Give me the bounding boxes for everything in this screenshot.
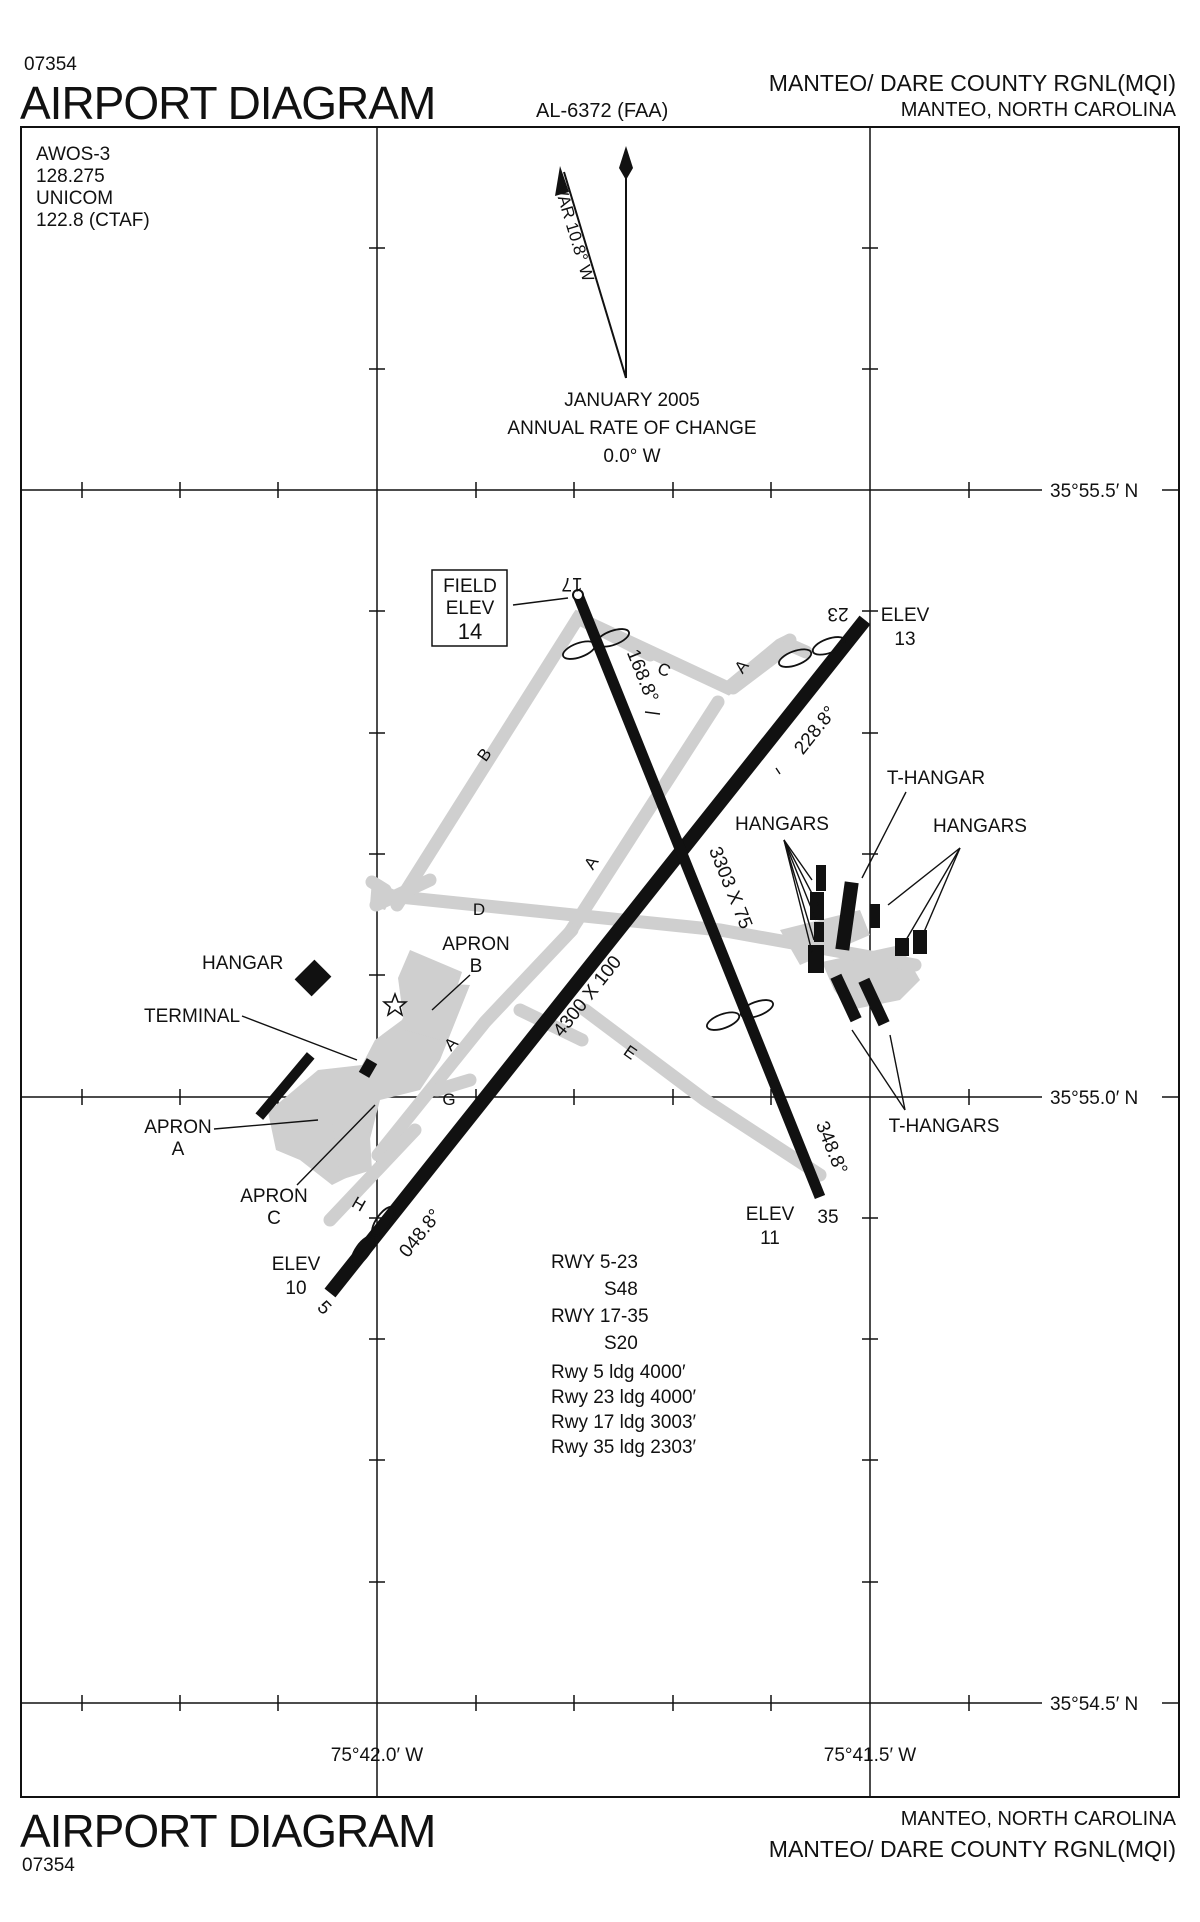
runway-5-elev-label: ELEV [272,1254,321,1275]
taxiway-label-d: D [473,900,485,919]
apron-b [398,950,462,1040]
runway-end-23: 23 [827,603,848,624]
runway-info-line2: S48 [604,1279,638,1300]
hold-symbol-rwy23-north [778,636,846,668]
footer-doc-number: 07354 [22,1855,75,1876]
hangar-r-3 [913,930,927,954]
apron-c-label-2: C [267,1208,281,1229]
runway-end-17: 17 [561,573,582,594]
hangars-right-label: HANGARS [933,816,1027,837]
lon-label-left: 75°42.0′ W [331,1745,424,1766]
runway-5-elev-value: 10 [285,1278,306,1299]
taxiway-h [323,1123,422,1227]
field-elevation-value: 14 [458,619,482,644]
t-hangar-south-1 [830,973,862,1023]
taxiway-a-south [371,923,579,1162]
t-hangar-south-2 [858,977,890,1027]
leader-lines [213,597,961,1186]
runway-end-35: 35 [817,1207,838,1228]
footer-airport-name: MANTEO/ DARE COUNTY RGNL(MQI) [768,1836,1176,1862]
magnetic-variation: VAR 10.8° W [551,183,598,283]
runway-23-elev-label: ELEV [881,605,930,626]
apron-a-label-1: APRON [144,1117,212,1138]
taxiways [323,609,922,1227]
hangar-label: HANGAR [202,953,283,974]
magnetic-epoch: JANUARY 2005 [564,390,700,411]
taxiway-d [373,888,922,972]
airport-name: MANTEO/ DARE COUNTY RGNL(MQI) [768,70,1176,96]
hangar-l-2 [814,922,824,942]
city-state: MANTEO, NORTH CAROLINA [900,99,1176,121]
runway-23-elev-value: 13 [894,629,915,650]
buildings [255,865,927,1120]
runway-info-line8: Rwy 35 ldg 2303′ [551,1437,697,1458]
lat-label-top: 35°55.5′ N [1050,481,1138,502]
runway-info-block: RWY 5-23 S48 RWY 17-35 S20 Rwy 5 ldg 400… [551,1252,697,1458]
awos-frequency: 128.275 [36,166,105,187]
field-elevation-marker [572,589,584,601]
footer-title: AIRPORT DIAGRAM [20,1805,436,1857]
taxiway-label-a-mid: A [580,853,602,873]
t-hangar-label: T-HANGAR [887,768,985,789]
hangar-l-4 [816,865,826,891]
lat-label-bottom: 35°54.5′ N [1050,1694,1138,1715]
runway-info-line4: S20 [604,1333,638,1354]
t-hangar-building [835,881,859,951]
taxiway-e [578,1003,827,1182]
doc-number: 07354 [24,54,77,75]
unicom-frequency: 122.8 (CTAF) [36,210,150,231]
magnetic-north-arrow-icon [555,166,569,196]
terminal-label: TERMINAL [144,1006,240,1027]
rate-of-change-value: 0.0° W [603,446,660,467]
apron-a-building [255,1052,315,1120]
taxiway-label-g: G [442,1090,455,1109]
hold-symbol-rwy5-south [350,1205,396,1267]
runway-5-heading: 048.8° [395,1205,446,1261]
true-north-arrow-icon [619,146,633,180]
hangar-l-3 [808,945,824,973]
field-elevation-line1: FIELD [443,576,497,597]
t-hangars-label: T-HANGARS [889,1116,1000,1137]
runway-35-elev-value: 11 [760,1228,780,1249]
rate-of-change-label: ANNUAL RATE OF CHANGE [507,418,756,439]
diagram-frame [20,126,1180,1798]
beacon-star-icon [381,991,409,1017]
runway-17-35 [572,592,826,1200]
magnetic-north-line [563,171,627,379]
runway-info-line1: RWY 5-23 [551,1252,638,1273]
hold-short-symbols [350,628,846,1267]
lat-label-mid: 35°55.0′ N [1050,1088,1138,1109]
procedure-id: AL-6372 (FAA) [536,100,669,122]
hangar-r-2 [895,938,909,956]
apron-a-label-2: A [172,1139,185,1160]
apron-c [330,1105,372,1180]
runway-info-line6: Rwy 23 ldg 4000′ [551,1387,697,1408]
terminal-building [358,1058,378,1078]
runway-end-5: 5 [313,1297,335,1319]
footer-city-state: MANTEO, NORTH CAROLINA [900,1808,1176,1830]
taxiway-a-mid [563,695,725,939]
apron-b-label-1: APRON [442,934,510,955]
hangar-l-1 [810,892,824,920]
apron-c-label-1: APRON [240,1186,308,1207]
page-title: AIRPORT DIAGRAM [20,77,436,129]
hangar-building [294,959,332,997]
hold-symbol-rwy17-south [706,999,774,1031]
runway-info-line3: RWY 17-35 [551,1306,649,1327]
taxiway-g [430,1073,477,1097]
lon-label-right: 75°41.5′ W [824,1745,917,1766]
unicom-label: UNICOM [36,188,113,209]
hangar-r-1 [870,904,880,928]
field-elevation-line2: ELEV [446,598,495,619]
runway-info-line7: Rwy 17 ldg 3003′ [551,1412,697,1433]
field-elevation-box [431,569,508,647]
hangars-left-label: HANGARS [735,814,829,835]
runway-5-23 [324,615,871,1298]
apron-b-label-2: B [470,956,483,977]
awos-label: AWOS-3 [36,144,110,165]
hold-symbol-rwy17-north [562,628,630,660]
runway-35-elev-label: ELEV [746,1204,795,1225]
runway-info-line5: Rwy 5 ldg 4000′ [551,1362,686,1383]
